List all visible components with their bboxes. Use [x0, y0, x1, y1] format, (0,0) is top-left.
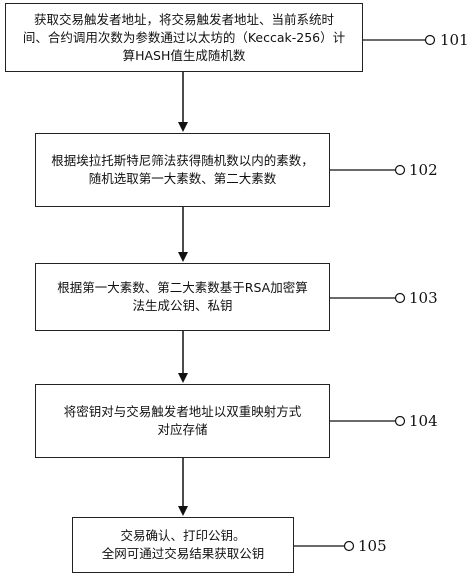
step-103-line-2: 法生成公钥、私钥	[132, 298, 233, 313]
leader-103-dot	[394, 292, 406, 304]
step-label-101: 101	[440, 31, 469, 49]
step-box-104: 将密钥对与交易触发者地址以双重映射方式 对应存储	[35, 384, 330, 458]
step-label-102: 102	[409, 161, 438, 179]
step-box-102: 根据埃拉托斯特尼筛法获得随机数以内的素数， 随机选取第一大素数、第二大素数	[35, 133, 330, 207]
step-101-line-2: 间、合约调用次数为参数通过以太坊的（Keccak-256）计	[22, 29, 346, 45]
step-label-105: 105	[358, 537, 387, 555]
step-label-104: 104	[409, 412, 438, 430]
step-box-105: 交易确认、打印公钥。 全网可通过交易结果获取公钥	[72, 517, 294, 573]
step-105-line-2: 全网可通过交易结果获取公钥	[101, 546, 265, 561]
step-box-101: 获取交易触发者地址，将交易触发者地址、当前系统时 间、合约调用次数为参数通过以太…	[5, 3, 363, 72]
step-105-line-1: 交易确认、打印公钥。	[120, 528, 246, 543]
leader-104-dot	[394, 415, 406, 427]
step-102-line-2: 随机选取第一大素数、第二大素数	[88, 171, 277, 186]
step-102-line-1: 根据埃拉托斯特尼筛法获得随机数以内的素数，	[51, 153, 314, 168]
step-104-line-1: 将密钥对与交易触发者地址以双重映射方式	[63, 404, 302, 419]
leader-101-dot	[424, 34, 436, 46]
step-101-line-3: 算HASH值生成随机数	[122, 47, 246, 63]
step-103-line-1: 根据第一大素数、第二大素数基于RSA加密算	[57, 280, 308, 295]
step-104-line-2: 对应存储	[157, 422, 208, 437]
step-label-103: 103	[409, 289, 438, 307]
leader-102-dot	[394, 164, 406, 176]
leader-105-dot	[343, 540, 355, 552]
step-box-103: 根据第一大素数、第二大素数基于RSA加密算 法生成公钥、私钥	[35, 263, 330, 331]
step-101-line-1: 获取交易触发者地址，将交易触发者地址、当前系统时	[33, 11, 334, 27]
